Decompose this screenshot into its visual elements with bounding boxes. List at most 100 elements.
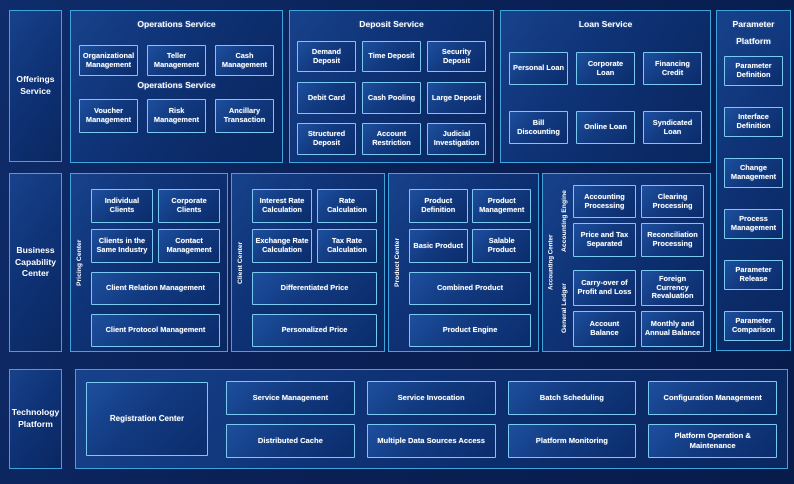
client-wide-row-2: Personalized Price	[252, 314, 377, 347]
operations-row-1: Organizational Management Teller Managem…	[79, 45, 274, 76]
box-contact-management: Contact Management	[158, 229, 220, 263]
product-wide-row-1: Combined Product	[409, 272, 531, 305]
box-judicial-investigation: Judicial Investigation	[427, 123, 486, 155]
box-large-deposit: Large Deposit	[427, 82, 486, 114]
deposit-row-3: Structured Deposit Account Restriction J…	[297, 123, 486, 155]
box-rate-calculation: Rate Calculation	[317, 189, 377, 223]
technology-platform-label: Technology Platform	[9, 369, 62, 469]
box-basic-product: Basic Product	[409, 229, 468, 263]
loan-row-2: Bill Discounting Online Loan Syndicated …	[509, 111, 702, 144]
offerings-service-label: Offerings Service	[9, 10, 62, 162]
product-center-panel: Product Center Product Definition Produc…	[388, 173, 539, 352]
box-foreign-currency-revaluation: Foreign Currency Revaluation	[641, 270, 704, 306]
operations-service-title: Operations Service	[137, 19, 216, 29]
deposit-service-title: Deposit Service	[359, 19, 424, 29]
ledger-grid-row-1: Carry-over of Profit and Loss Foreign Cu…	[573, 270, 704, 306]
deposit-row-1: Demand Deposit Time Deposit Security Dep…	[297, 41, 486, 72]
product-grid-row-2: Basic Product Salable Product	[409, 229, 531, 263]
box-exchange-rate-calculation: Exchange Rate Calculation	[252, 229, 312, 263]
product-grid-row-1: Product Definition Product Management	[409, 189, 531, 223]
loan-service-title: Loan Service	[578, 19, 633, 29]
box-service-management: Service Management	[226, 380, 355, 415]
product-center-vertical-label: Product Center	[394, 237, 401, 288]
pricing-grid-row-1: Individual Clients Corporate Clients	[91, 189, 220, 223]
accounting-center-vertical-label: Accounting Center	[547, 234, 555, 291]
pricing-grid-row-2: Clients in the Same Industry Contact Man…	[91, 229, 220, 263]
box-client-protocol-management: Client Protocol Management	[91, 314, 220, 347]
box-parameter-release: Parameter Release	[724, 260, 783, 290]
box-account-balance: Account Balance	[573, 311, 636, 347]
box-personalized-price: Personalized Price	[252, 314, 377, 347]
box-parameter-definition: Parameter Definition	[724, 56, 783, 86]
box-product-management: Product Management	[472, 189, 531, 223]
engine-grid-row-1: Accounting Processing Clearing Processin…	[573, 185, 704, 218]
box-time-deposit: Time Deposit	[362, 41, 421, 72]
box-cash-management: Cash Management	[215, 45, 274, 76]
deposit-row-2: Debit Card Cash Pooling Large Deposit	[297, 82, 486, 114]
accounting-center-panel: Accounting Center Accounting Engine Acco…	[542, 173, 711, 352]
client-center-panel: Client Center Interest Rate Calculation …	[231, 173, 385, 352]
box-process-management: Process Management	[724, 209, 783, 239]
technology-grid: Service Management Service Invocation Ba…	[226, 380, 777, 458]
box-registration-center: Registration Center	[86, 382, 208, 456]
deposit-service-panel: Deposit Service Demand Deposit Time Depo…	[289, 10, 494, 163]
box-combined-product: Combined Product	[409, 272, 531, 305]
box-account-restriction: Account Restriction	[362, 123, 421, 155]
box-configuration-management: Configuration Management	[648, 380, 777, 415]
operations-service-panel: Operations Service Organizational Manage…	[70, 10, 283, 163]
client-grid-row-1: Interest Rate Calculation Rate Calculati…	[252, 189, 377, 223]
general-ledger-vertical-label: General Ledger	[561, 283, 568, 334]
box-platform-operation-maintenance: Platform Operation & Maintenance	[648, 423, 777, 458]
box-demand-deposit: Demand Deposit	[297, 41, 356, 72]
box-financing-credit: Financing Credit	[643, 52, 702, 85]
box-debit-card: Debit Card	[297, 82, 356, 114]
pricing-center-vertical-label: Pricing Center	[76, 239, 83, 286]
box-multiple-data-sources-access: Multiple Data Sources Access	[366, 423, 496, 458]
box-monthly-annual-balance: Monthly and Annual Balance	[641, 311, 704, 347]
box-parameter-comparison: Parameter Comparison	[724, 311, 783, 341]
parameter-platform-title: Parameter Platform	[732, 19, 775, 46]
box-change-management: Change Management	[724, 158, 783, 188]
box-personal-loan: Personal Loan	[509, 52, 568, 85]
box-platform-monitoring: Platform Monitoring	[507, 423, 637, 458]
box-risk-management: Risk Management	[147, 99, 206, 133]
ledger-grid-row-2: Account Balance Monthly and Annual Balan…	[573, 311, 704, 347]
technology-platform-panel: Registration Center Service Management S…	[75, 369, 788, 469]
parameter-platform-panel: Parameter Platform Parameter Definition …	[716, 10, 791, 351]
box-client-relation-management: Client Relation Management	[91, 272, 220, 305]
box-salable-product: Salable Product	[472, 229, 531, 263]
box-clients-same-industry: Clients in the Same Industry	[91, 229, 153, 263]
box-interest-rate-calculation: Interest Rate Calculation	[252, 189, 312, 223]
box-teller-management: Teller Management	[147, 45, 206, 76]
box-ancillary-transaction: Ancillary Transaction	[215, 99, 274, 133]
box-tax-rate-calculation: Tax Rate Calculation	[317, 229, 377, 263]
box-price-and-tax-separated: Price and Tax Separated	[573, 223, 636, 257]
pricing-wide-row-1: Client Relation Management	[91, 272, 220, 305]
box-product-definition: Product Definition	[409, 189, 468, 223]
box-cash-pooling: Cash Pooling	[362, 82, 421, 114]
pricing-center-panel: Pricing Center Individual Clients Corpor…	[70, 173, 228, 352]
loan-row-1: Personal Loan Corporate Loan Financing C…	[509, 52, 702, 85]
box-security-deposit: Security Deposit	[427, 41, 486, 72]
box-bill-discounting: Bill Discounting	[509, 111, 568, 144]
box-accounting-processing: Accounting Processing	[573, 185, 636, 218]
box-carry-over-profit-loss: Carry-over of Profit and Loss	[573, 270, 636, 306]
box-clearing-processing: Clearing Processing	[641, 185, 704, 218]
box-reconciliation-processing: Reconciliation Processing	[641, 223, 704, 257]
accounting-engine-section: Accounting Engine Accounting Processing …	[557, 185, 704, 257]
client-wide-row-1: Differentiated Price	[252, 272, 377, 305]
box-interface-definition: Interface Definition	[724, 107, 783, 137]
general-ledger-section: General Ledger Carry-over of Profit and …	[557, 270, 704, 347]
box-corporate-loan: Corporate Loan	[576, 52, 635, 85]
accounting-engine-vertical-label: Accounting Engine	[561, 190, 568, 252]
box-structured-deposit: Structured Deposit	[297, 123, 356, 155]
box-batch-scheduling: Batch Scheduling	[507, 380, 637, 415]
box-voucher-management: Voucher Management	[79, 99, 138, 133]
engine-grid-row-2: Price and Tax Separated Reconciliation P…	[573, 223, 704, 257]
box-product-engine: Product Engine	[409, 314, 531, 347]
operations-row-2: Voucher Management Risk Management Ancil…	[79, 99, 274, 133]
product-wide-row-2: Product Engine	[409, 314, 531, 347]
box-individual-clients: Individual Clients	[91, 189, 153, 223]
loan-service-panel: Loan Service Personal Loan Corporate Loa…	[500, 10, 711, 163]
